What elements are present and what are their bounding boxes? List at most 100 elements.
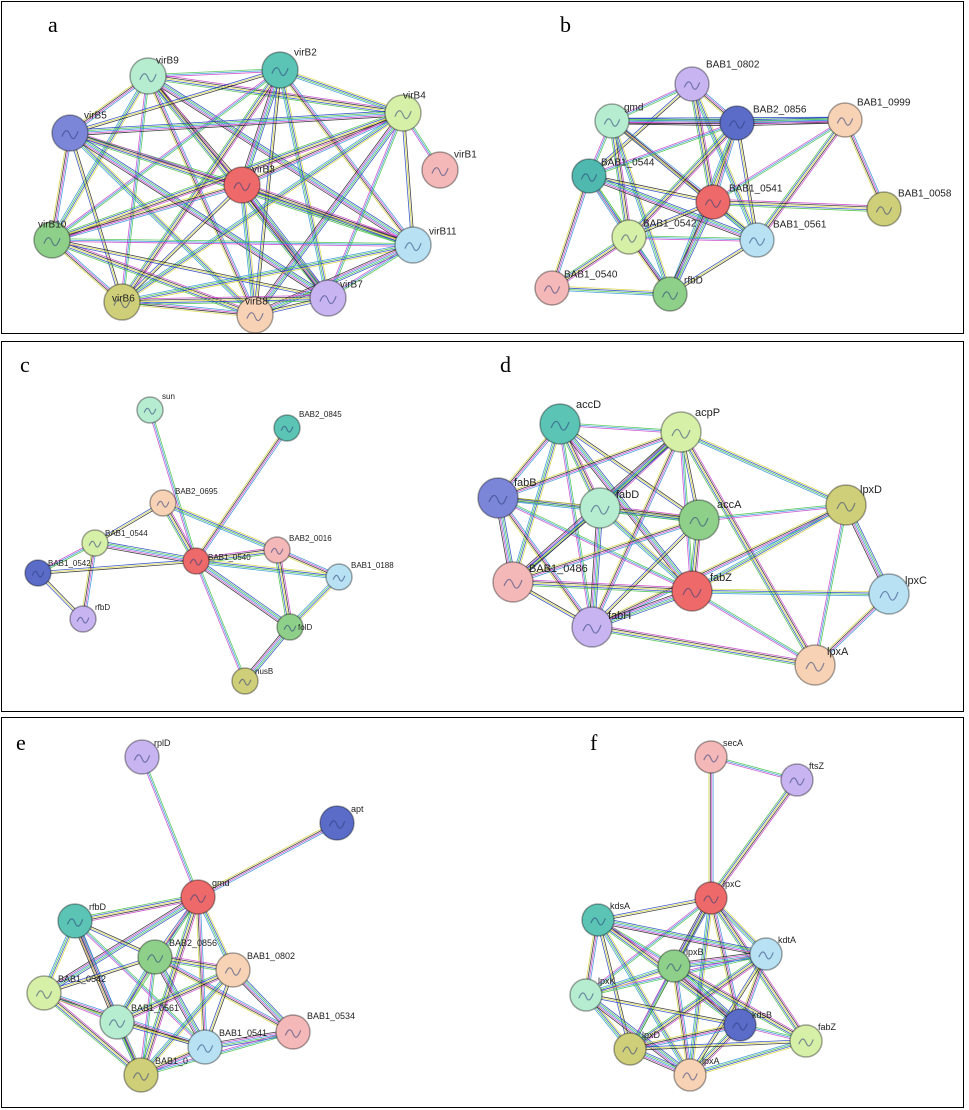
node-circle[interactable] <box>780 763 814 797</box>
protein-node[interactable]: BAB1_0561 <box>99 1003 179 1040</box>
protein-node[interactable]: virB2 <box>261 48 317 89</box>
protein-node[interactable]: fabB <box>477 477 537 519</box>
node-circle[interactable] <box>674 66 710 102</box>
protein-node[interactable]: BAB1_0802 <box>215 951 295 988</box>
node-circle[interactable] <box>571 158 607 194</box>
node-circle[interactable] <box>26 975 62 1011</box>
protein-node[interactable]: accA <box>678 499 742 541</box>
protein-node[interactable]: BAB2_0856 <box>137 938 217 975</box>
node-circle[interactable] <box>652 276 688 312</box>
protein-node[interactable]: BAB1_0534 <box>275 1011 355 1050</box>
node-circle[interactable] <box>827 102 863 138</box>
protein-node[interactable]: virB1 <box>421 150 477 189</box>
protein-node[interactable]: lpxB <box>657 947 704 983</box>
protein-node[interactable]: fabZ <box>671 570 732 612</box>
node-circle[interactable] <box>611 219 647 255</box>
node-circle[interactable] <box>594 103 630 139</box>
protein-node[interactable]: lpxD <box>613 1030 661 1066</box>
node-circle[interactable] <box>223 166 261 204</box>
node-circle[interactable] <box>569 978 603 1012</box>
protein-node[interactable]: kdtA <box>749 935 796 971</box>
protein-node[interactable]: BAB1_0541 <box>695 184 783 220</box>
protein-node[interactable]: BAB1_0544 <box>571 158 655 194</box>
node-circle[interactable] <box>137 939 173 975</box>
node-circle[interactable] <box>671 570 713 612</box>
node-circle[interactable] <box>660 411 702 453</box>
node-circle[interactable] <box>129 57 167 95</box>
node-circle[interactable] <box>571 606 613 648</box>
protein-node[interactable]: fabH <box>571 606 631 648</box>
protein-node[interactable]: BAB1_0188 <box>325 561 394 591</box>
protein-node[interactable]: BAB1_0802 <box>674 60 760 102</box>
protein-node[interactable]: BAB1_0541 <box>187 1028 267 1065</box>
protein-node[interactable]: lpxC <box>694 879 742 915</box>
protein-node[interactable]: lpxC <box>868 573 927 615</box>
node-circle[interactable] <box>309 279 347 317</box>
protein-node[interactable]: lpxK <box>569 976 616 1012</box>
protein-node[interactable]: BAB1_0 <box>123 1056 188 1093</box>
protein-node[interactable]: rfbD <box>652 276 703 312</box>
protein-node[interactable]: BAB2_0845 <box>273 410 342 442</box>
protein-node[interactable]: virB10 <box>33 220 71 259</box>
protein-node[interactable]: virB8 <box>236 296 274 334</box>
node-circle[interactable] <box>657 949 691 983</box>
protein-node[interactable]: fabD <box>579 487 639 529</box>
node-circle[interactable] <box>866 191 902 227</box>
node-circle[interactable] <box>394 226 432 264</box>
node-circle[interactable] <box>613 1032 647 1066</box>
node-circle[interactable] <box>187 1029 223 1065</box>
protein-node[interactable]: lpxD <box>825 484 882 526</box>
node-circle[interactable] <box>868 573 910 615</box>
protein-node[interactable]: BAB1_0542 <box>24 559 91 587</box>
protein-node[interactable]: virB7 <box>309 279 363 317</box>
node-circle[interactable] <box>789 1024 823 1058</box>
protein-node[interactable]: apt <box>319 804 364 841</box>
node-circle[interactable] <box>825 484 867 526</box>
node-circle[interactable] <box>215 952 251 988</box>
node-circle[interactable] <box>275 1014 311 1050</box>
protein-node[interactable]: fabZ <box>789 1022 837 1058</box>
node-circle[interactable] <box>678 499 720 541</box>
node-circle[interactable] <box>124 739 160 775</box>
node-circle[interactable] <box>180 879 216 915</box>
protein-node[interactable]: virB6 <box>103 283 141 321</box>
protein-node[interactable]: BAB2_0856 <box>719 105 807 141</box>
node-circle[interactable] <box>421 151 459 189</box>
protein-node[interactable]: lpxA <box>794 644 849 686</box>
protein-node[interactable]: virB11 <box>394 226 457 264</box>
protein-node[interactable]: sun <box>136 392 175 424</box>
node-circle[interactable] <box>749 937 783 971</box>
node-circle[interactable] <box>384 94 422 132</box>
protein-node[interactable]: virB9 <box>129 56 179 95</box>
protein-node[interactable]: lpxA <box>673 1056 720 1092</box>
protein-node[interactable]: accD <box>539 399 601 445</box>
protein-node[interactable]: BAB1_0544 <box>81 529 148 557</box>
node-circle[interactable] <box>99 1004 135 1040</box>
protein-node[interactable]: BAB1_0540 <box>182 547 251 575</box>
node-circle[interactable] <box>33 221 71 259</box>
node-circle[interactable] <box>794 644 836 686</box>
protein-node[interactable]: virB4 <box>384 91 426 132</box>
protein-node[interactable]: BAB2_0695 <box>149 487 218 517</box>
protein-node[interactable]: virB3 <box>223 165 275 204</box>
node-circle[interactable] <box>739 222 775 258</box>
protein-node[interactable]: BAB1_0999 <box>827 98 911 138</box>
protein-node[interactable]: BAB2_0016 <box>263 534 332 564</box>
protein-node[interactable]: BAB1_0542 <box>26 974 106 1011</box>
protein-node[interactable]: BAB1_0486 <box>492 561 588 603</box>
node-circle[interactable] <box>51 114 89 152</box>
protein-node[interactable]: kdsA <box>581 901 630 937</box>
protein-node[interactable]: virB5 <box>51 111 107 152</box>
node-circle[interactable] <box>673 1058 707 1092</box>
protein-node[interactable]: ftsZ <box>780 761 825 797</box>
protein-node[interactable]: rfbD <box>57 902 107 939</box>
protein-node[interactable]: BAB1_0540 <box>534 270 618 306</box>
node-circle[interactable] <box>694 740 728 774</box>
node-circle[interactable] <box>579 487 621 529</box>
node-circle[interactable] <box>695 184 731 220</box>
protein-node[interactable]: acpP <box>660 407 720 453</box>
protein-node[interactable]: BAB1_0058 <box>866 189 952 227</box>
protein-node[interactable]: rplD <box>124 738 171 775</box>
node-circle[interactable] <box>581 903 615 937</box>
protein-node[interactable]: BAB1_0542 <box>611 219 697 255</box>
